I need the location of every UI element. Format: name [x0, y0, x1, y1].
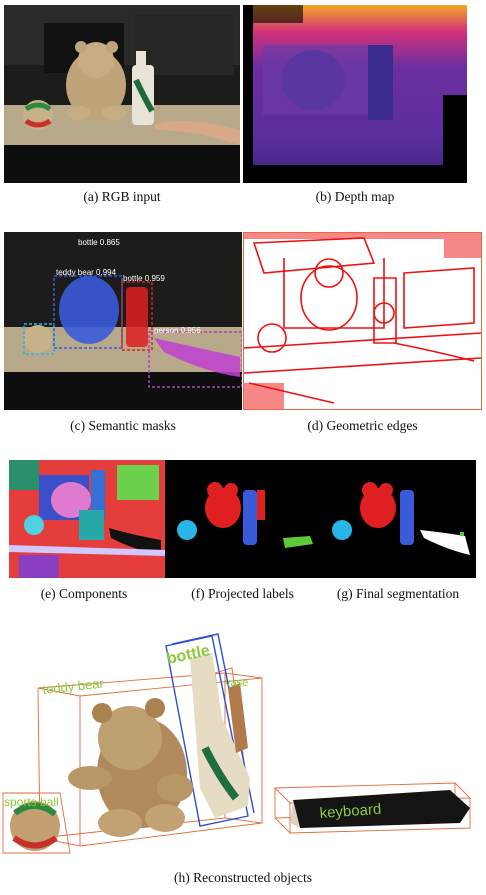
components-image [9, 460, 165, 578]
mask-label-bottle: bottle 0.959 [123, 274, 165, 283]
label-keyboard: keyboard [319, 801, 382, 822]
projected-labels-image [165, 460, 320, 578]
label-teddy-bear: teddy bear [42, 676, 105, 697]
caption-h: (h) Reconstructed objects [174, 870, 312, 885]
caption-g: (g) Final segmentation [336, 586, 460, 601]
mask-label-teddy: teddy bear 0.994 [56, 268, 117, 277]
label-sports-ball: sports ball [4, 795, 59, 809]
mask-label-bottle-top: bottle 0.865 [78, 238, 120, 247]
caption-c: (c) Semantic masks [70, 418, 176, 433]
caption-f: (f) Projected labels [191, 586, 294, 601]
caption-e: (e) Components [40, 586, 128, 601]
caption-d: (d) Geometric edges [307, 418, 418, 433]
caption-b: (b) Depth map [315, 189, 395, 204]
depth-map-image [243, 5, 467, 183]
semantic-masks-image: bottle 0.865 teddy bear 0.994 bottle 0.9… [4, 232, 242, 410]
geometric-edges-image [243, 232, 482, 410]
label-vase: vase [225, 677, 248, 689]
caption-a: (a) RGB input [83, 189, 161, 204]
reconstructed-objects-image: teddy bear bottle vase sports ball keybo… [0, 628, 486, 863]
mask-label-person: person 0.956 [154, 326, 201, 335]
rgb-input-image [4, 5, 240, 183]
final-segmentation-image [320, 460, 476, 578]
